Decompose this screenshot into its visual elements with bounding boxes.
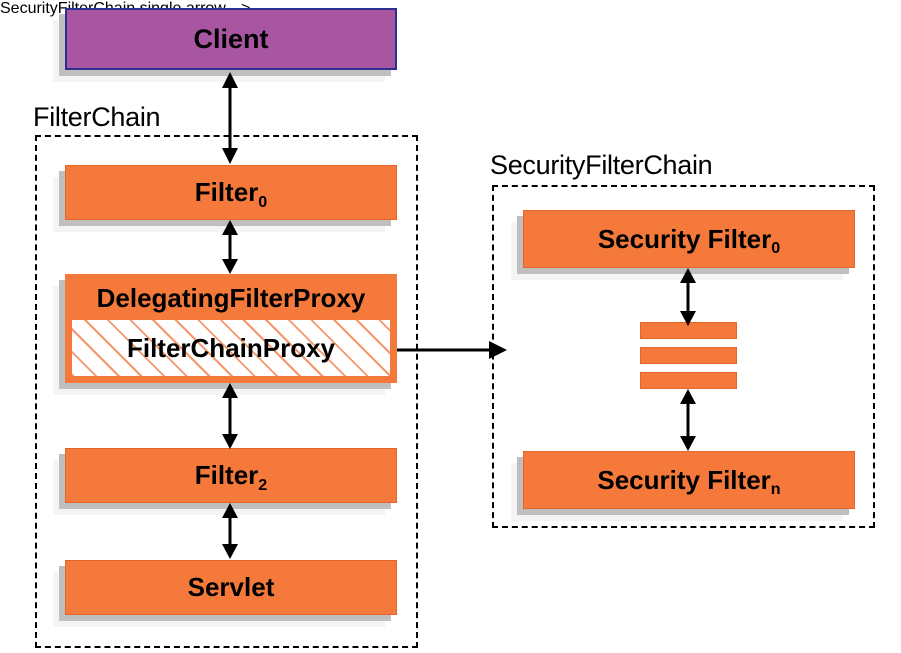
node-servlet-label: Servlet — [187, 572, 275, 602]
arrow-securityfilter0-ellipsis — [680, 268, 696, 326]
arrow-client-filter0 — [222, 72, 238, 164]
node-delegating-filter-proxy[interactable]: DelegatingFilterProxy FilterChainProxy — [65, 274, 397, 383]
node-security-filter-0-label: Security Filter — [597, 223, 772, 254]
filterchain-group-box — [35, 135, 418, 648]
filterchain-group-label: FilterChain — [33, 102, 161, 132]
node-security-filter-n-label: Security Filter — [597, 464, 771, 495]
node-filter-2[interactable]: Filter2 — [65, 448, 397, 503]
node-filter-0-subscript: 0 — [258, 192, 268, 211]
ellipsis-bar-3 — [640, 372, 737, 389]
securityfilterchain-group-label: SecurityFilterChain — [490, 150, 713, 180]
node-filter-chain-proxy[interactable]: FilterChainProxy — [71, 319, 391, 377]
ellipsis-bar-2 — [640, 347, 737, 364]
node-security-filter-n-subscript: n — [770, 480, 781, 499]
arrow-ellipsis-securityfiltern — [680, 389, 696, 451]
node-filter-0[interactable]: Filter0 — [65, 165, 397, 220]
node-delegating-filter-proxy-label: DelegatingFilterProxy — [96, 282, 366, 313]
arrow-filter2-servlet — [222, 503, 238, 559]
node-security-filter-n[interactable]: Security Filtern — [523, 451, 855, 509]
node-security-filter-0[interactable]: Security Filter0 — [523, 210, 855, 268]
node-servlet[interactable]: Servlet — [65, 560, 397, 615]
arrow-filterchainproxy-to-securityfilterchain — [397, 341, 507, 359]
node-filter-chain-proxy-label: FilterChainProxy — [126, 332, 336, 363]
node-filter-2-label: Filter — [194, 460, 259, 490]
node-client-label: Client — [193, 23, 269, 54]
node-client[interactable]: Client — [65, 8, 397, 70]
node-security-filter-0-subscript: 0 — [771, 239, 781, 258]
node-filter-0-label: Filter — [194, 177, 259, 207]
arrow-filter0-dfp — [222, 220, 238, 274]
arrow-dfp-filter2 — [222, 383, 238, 449]
node-filter-2-subscript: 2 — [258, 475, 268, 494]
